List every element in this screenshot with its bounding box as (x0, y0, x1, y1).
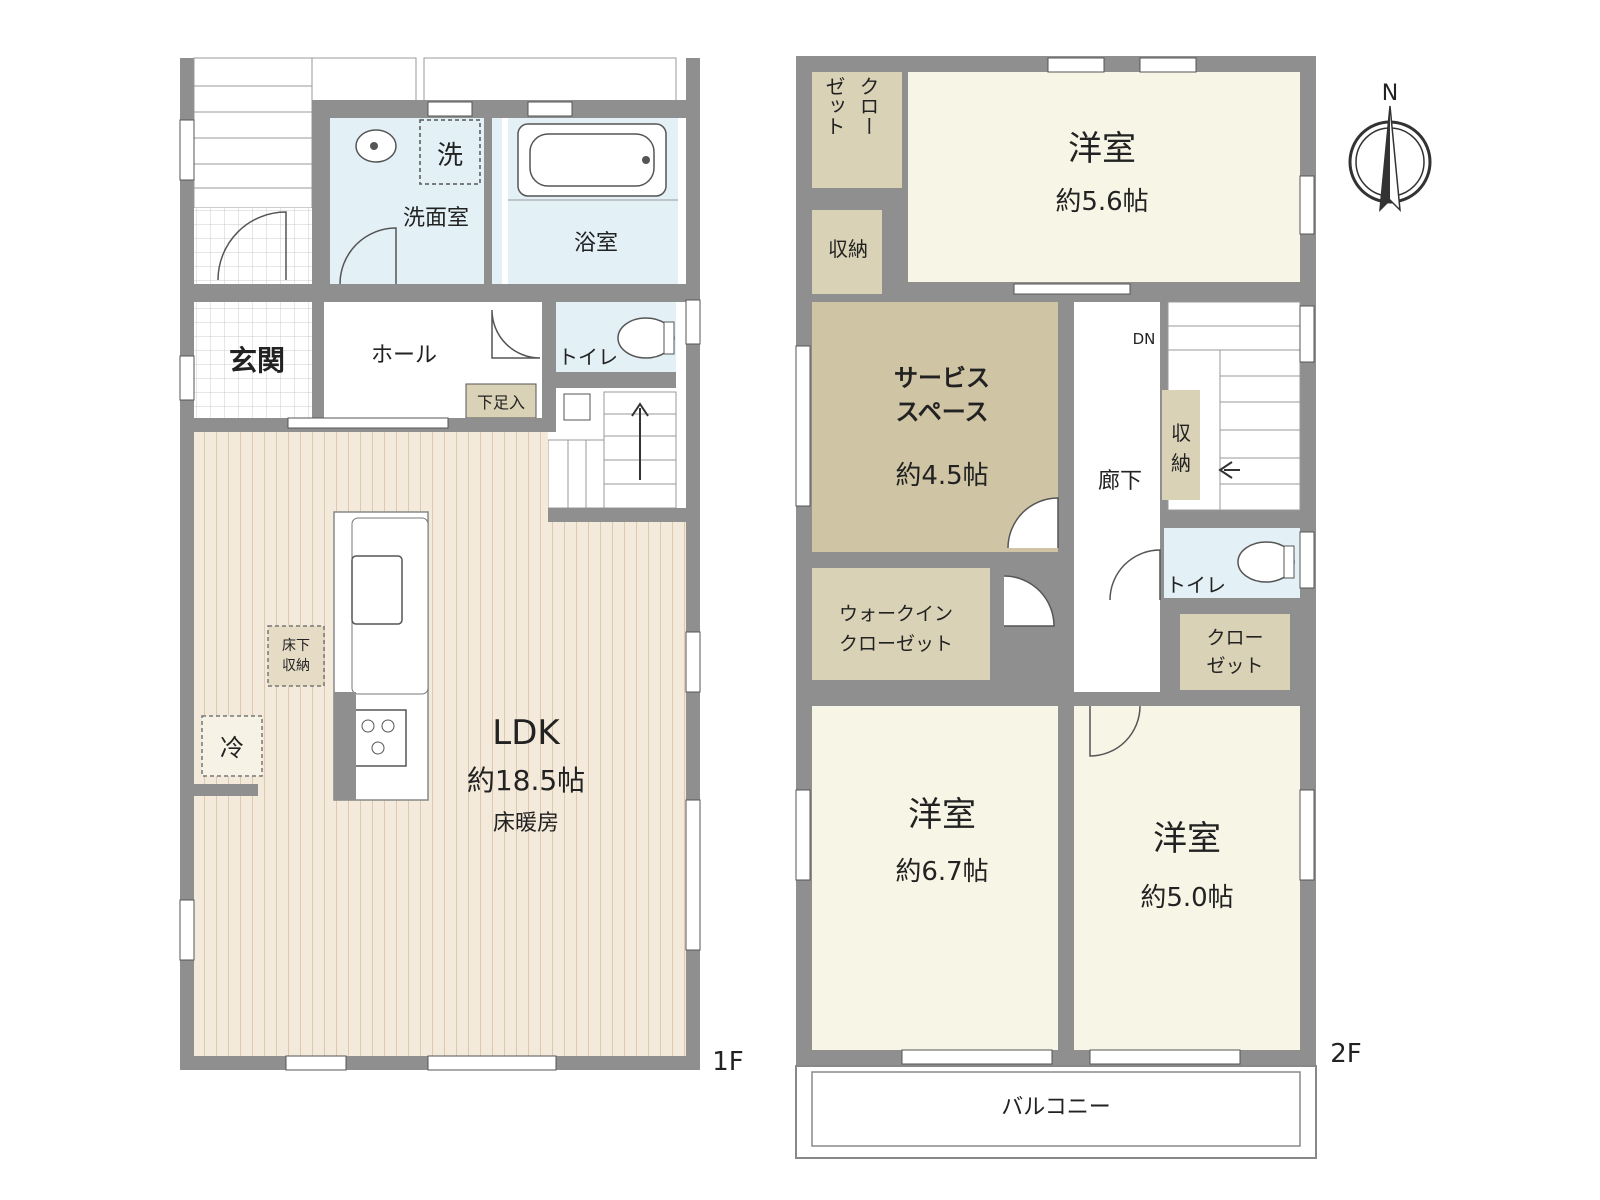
2f-service-space (812, 302, 1058, 552)
label-yukashita-2: 収納 (282, 658, 310, 674)
kitchen-sink-icon (351, 555, 403, 625)
pillar-box (563, 393, 591, 421)
compass-north-label: N (1382, 81, 1398, 106)
1f-ldk (194, 432, 686, 1056)
2f-youshitsu-c (1074, 706, 1300, 1050)
label-wic-1: ウォークイン (839, 603, 953, 625)
2f-closet-a (812, 72, 902, 188)
label-closet-a-1: クロー (856, 76, 880, 136)
2f-closet-b (1180, 614, 1290, 690)
label-ldk-note: 床暖房 (493, 811, 559, 836)
label-youshitsu-b-name: 洋室 (908, 795, 976, 835)
label-youshitsu-b-size: 約6.7帖 (895, 857, 988, 887)
label-closet-a-2: ゼット (822, 76, 846, 136)
1f-wall-wet-left (312, 104, 330, 300)
1f-senmen-door (339, 227, 397, 285)
label-floor-2f: 2F (1330, 1039, 1362, 1069)
label-sentakuki: 洗 (437, 141, 463, 171)
1f-genkan (194, 302, 312, 418)
bathtub-icon (517, 123, 667, 197)
label-youshitsu-c-name: 洋室 (1153, 819, 1221, 859)
label-closet-b-1: クロー (1206, 627, 1263, 649)
label-shuno-b-1: 収 (1171, 421, 1191, 445)
shoe-cabinet (465, 383, 537, 419)
label-yokushitsu: 浴室 (574, 231, 618, 256)
label-rouka: 廊下 (1098, 469, 1142, 494)
1f-wall-wet-top (312, 100, 686, 118)
label-stairs-dn: DN (1133, 330, 1156, 348)
label-shuno-a: 収納 (828, 237, 868, 261)
2f-wic (812, 568, 990, 680)
label-youshitsu-a-size: 約5.6帖 (1055, 187, 1148, 217)
2f-shuno-a (812, 210, 882, 294)
1f-genkan-upper (194, 208, 312, 284)
label-youshitsu-c-size: 約5.0帖 (1140, 883, 1233, 913)
label-ldk-size: 約18.5帖 (467, 764, 585, 797)
label-reizouko: 冷 (220, 734, 244, 762)
1f-wall-row2-top (194, 284, 686, 302)
label-wic-2: クローゼット (839, 633, 953, 655)
2f-windows (795, 57, 1315, 1065)
label-toilet-2f: トイレ (1166, 573, 1226, 597)
stove-icon (353, 709, 407, 767)
kitchen-counter (333, 511, 429, 801)
label-hall: ホール (371, 343, 437, 368)
first-floor: 洗 洗面室 浴室 玄関 ホール 下足入 トイレ (179, 57, 744, 1077)
1f-stairs: UP (521, 391, 677, 509)
label-yukashita-1: 床下 (282, 638, 310, 654)
2f-rouka (1074, 302, 1160, 692)
label-ldk-name: LDK (492, 713, 561, 753)
floor-storage (267, 625, 325, 687)
compass-icon: N (1348, 81, 1432, 213)
fridge-slot (201, 715, 263, 777)
washing-machine-slot (419, 119, 481, 185)
2f-shuno-b (1162, 390, 1200, 500)
label-shitasoku: 下足入 (477, 393, 525, 412)
label-balcony: バルコニー (1001, 1095, 1111, 1120)
2f-youshitsu-a (908, 72, 1300, 282)
label-senmen: 洗面室 (403, 206, 469, 231)
label-youshitsu-a-name: 洋室 (1068, 129, 1136, 169)
label-closet-b-2: ゼット (1206, 655, 1263, 677)
second-floor: ゼット クロー 洋室 約5.6帖 収納 サービス スペース 約4.5帖 廊下 D… (795, 56, 1362, 1159)
label-floor-1f: 1F (712, 1047, 744, 1077)
label-service-size: 約4.5帖 (895, 461, 988, 491)
label-service-1: サービス (894, 364, 990, 392)
2f-youshitsu-b (812, 706, 1058, 1050)
label-service-2: スペース (895, 398, 988, 426)
2f-balcony (795, 1065, 1317, 1159)
label-shuno-b-2: 納 (1171, 451, 1191, 475)
label-genkan: 玄関 (229, 344, 285, 377)
1f-door-arc (217, 211, 287, 281)
1f-top-stair (193, 57, 677, 209)
label-toilet-1f: トイレ (558, 345, 618, 369)
1f-windows (179, 101, 701, 1071)
